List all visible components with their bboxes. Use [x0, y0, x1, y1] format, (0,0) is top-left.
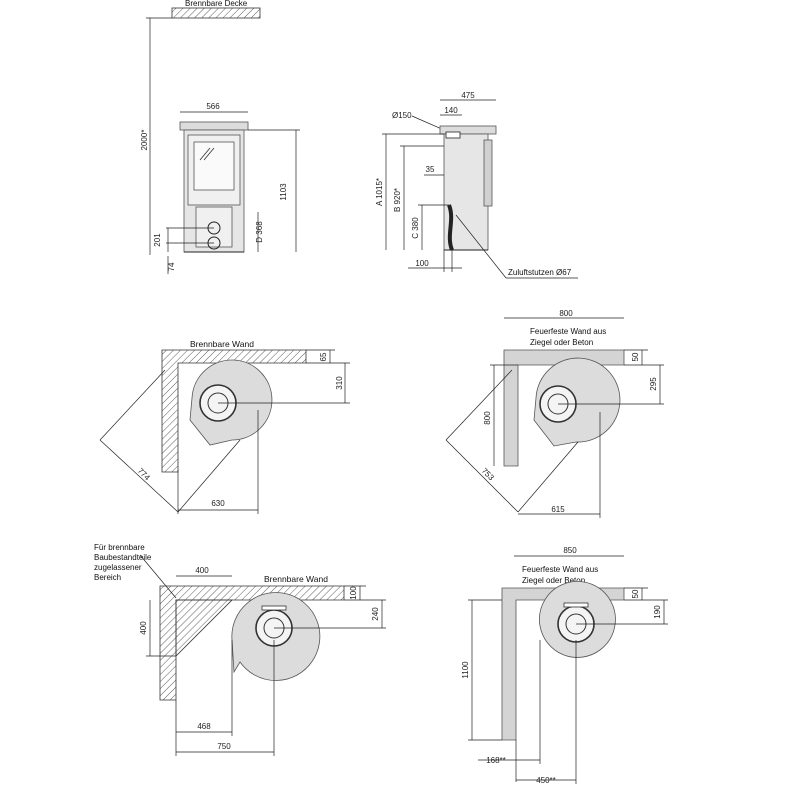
plan4-dim-190: 190 [653, 605, 662, 619]
dim-a-1015: A 1015* [375, 178, 384, 206]
ext-line [445, 369, 513, 441]
front-view: Brennbare Decke 2000* 566 1103 D 368 201 [140, 0, 300, 274]
ext-line [99, 369, 166, 441]
glass-reflection [199, 147, 211, 161]
plan4-dim-50: 50 [631, 589, 640, 598]
dim-d-368: D 368 [255, 221, 264, 243]
plan3-zone-label-2: Baubestandteile [94, 553, 152, 562]
flue-outlet [445, 131, 461, 139]
stove-window [193, 141, 235, 191]
stove-top [179, 121, 249, 131]
plan4-wall-label-2: Ziegel oder Beton [522, 576, 585, 585]
dim-2000: 2000* [140, 130, 149, 151]
plan-combustible-corner: Brennbare Wand 65 310 774 630 [99, 339, 350, 514]
dim-475: 475 [461, 91, 475, 100]
plan4-dim-850: 850 [563, 546, 577, 555]
plan1-dim-310: 310 [335, 376, 344, 390]
plan4-dim-168: 168** [486, 756, 506, 765]
plan-combustible-zone: Für brennbare Baubestandteile zugelassen… [94, 543, 386, 756]
plan4-dim-1100: 1100 [461, 661, 470, 679]
plan4-dim-450: 450** [536, 776, 556, 785]
dim-100: 100 [415, 259, 429, 268]
dim-b-920: B 920* [393, 188, 402, 212]
plan2-dim-615: 615 [551, 505, 565, 514]
diagonal-line [99, 439, 179, 513]
side-view: 475 140 Ø150 A 1015* B 920* 35 C 380 100 [375, 91, 578, 279]
dim-35: 35 [426, 165, 435, 174]
plan2-wall-label-2: Ziegel oder Beton [530, 338, 593, 347]
plan1-diagonal-774: 774 [136, 466, 152, 482]
ext-line [517, 441, 579, 513]
plan3-zone-label-3: zugelassener [94, 563, 142, 572]
ext-line [177, 439, 241, 513]
plan2-dim-800: 800 [483, 411, 492, 425]
leader-line [455, 214, 507, 279]
plan-fireproof-corner: 800 Feuerfeste Wand aus Ziegel oder Beto… [445, 309, 664, 518]
plan4-handle [563, 602, 589, 608]
plan2-dim-800-top: 800 [559, 309, 573, 318]
air-duct [447, 204, 454, 251]
plan3-dim-750: 750 [217, 742, 231, 751]
plan2-dim-50: 50 [631, 352, 640, 361]
plan1-wall-label: Brennbare Wand [190, 339, 254, 349]
leader-line [411, 115, 445, 131]
plan3-dim-100: 100 [349, 586, 358, 600]
plan3-dim-468: 468 [197, 722, 211, 731]
dim-566: 566 [206, 102, 220, 111]
dim-1103: 1103 [279, 183, 288, 201]
plan2-wall-label-1: Feuerfeste Wand aus [530, 327, 606, 336]
ceiling-hatch [171, 7, 261, 19]
plan3-zone-label-4: Bereich [94, 573, 121, 582]
dim-flue-diameter: Ø150 [392, 111, 412, 120]
air-inlet-label: Zuluftstutzen Ø67 [508, 268, 572, 277]
dim-74: 74 [167, 262, 176, 271]
plan3-dim-400-left: 400 [139, 621, 148, 635]
plan1-dim-65: 65 [319, 352, 328, 361]
plan3-wall-label: Brennbare Wand [264, 574, 328, 584]
plan2-stove [533, 357, 621, 447]
combustible-zone [175, 599, 233, 657]
plan3-dim-240: 240 [371, 607, 380, 621]
plan2-dim-295: 295 [649, 377, 658, 391]
diagonal-line [445, 439, 519, 513]
stove-lower-door [195, 206, 233, 248]
side-door-edge [483, 139, 493, 207]
ceiling-label: Brennbare Decke [185, 0, 248, 8]
plan3-handle [261, 605, 287, 611]
glass-reflection [203, 147, 215, 161]
plan1-dim-630: 630 [211, 499, 225, 508]
dim-c-380: C 380 [411, 217, 420, 239]
dim-140: 140 [444, 106, 458, 115]
plan2-diagonal-753: 753 [480, 466, 496, 482]
plan3-dim-400-top: 400 [195, 566, 209, 575]
plan3-zone-label-1: Für brennbare [94, 543, 145, 552]
dim-201: 201 [153, 233, 162, 247]
plan4-wall-label-1: Feuerfeste Wand aus [522, 565, 598, 574]
plan-fireproof-side: 850 Feuerfeste Wand aus Ziegel oder Beto… [461, 546, 668, 785]
